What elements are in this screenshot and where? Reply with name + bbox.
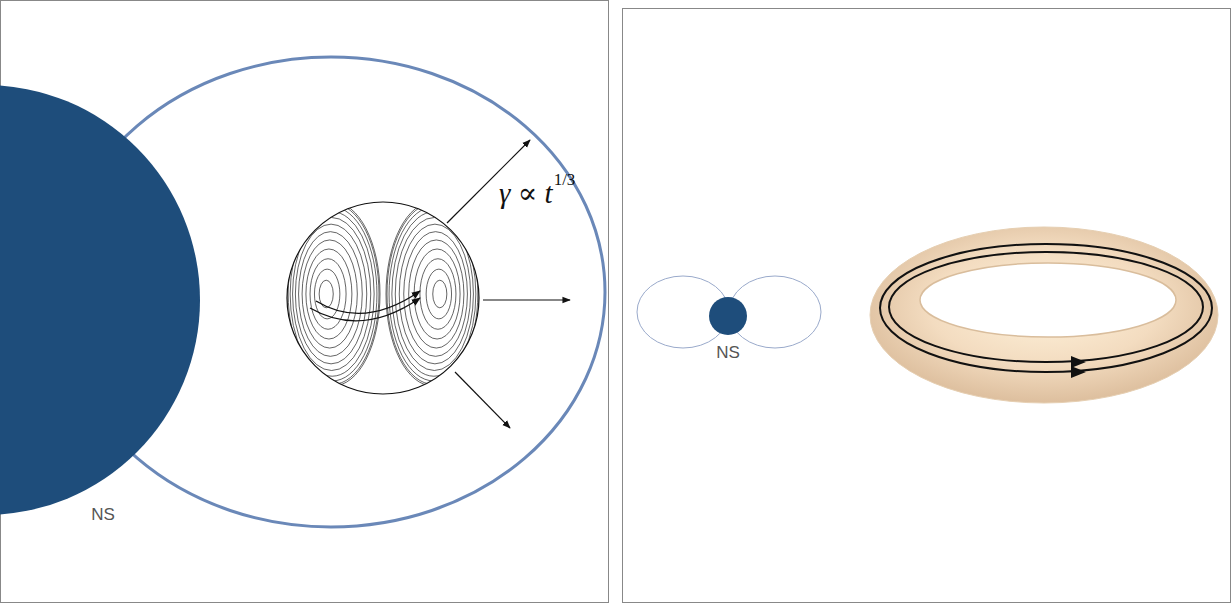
panel-frame bbox=[623, 9, 1231, 603]
field-line bbox=[392, 212, 476, 376]
field-line bbox=[395, 217, 473, 370]
star-disc bbox=[0, 85, 200, 515]
field-line bbox=[387, 204, 479, 385]
field-line bbox=[288, 207, 377, 381]
expansion-arrow bbox=[483, 299, 570, 300]
field-line bbox=[399, 224, 470, 364]
field-line bbox=[420, 259, 456, 330]
field-line bbox=[409, 240, 464, 348]
field-line bbox=[310, 259, 346, 330]
expansion-arrow bbox=[455, 372, 510, 428]
field-line bbox=[295, 224, 366, 364]
field-line bbox=[299, 232, 363, 357]
field-line bbox=[389, 207, 478, 381]
scaling-relation: γ ∝ t bbox=[499, 176, 553, 210]
field-line bbox=[404, 232, 468, 357]
loop-arrowhead bbox=[1071, 366, 1086, 378]
neutron-star: NS bbox=[709, 297, 747, 335]
star-disc bbox=[0, 85, 200, 515]
star-disc bbox=[709, 297, 747, 335]
star-label: NS bbox=[91, 505, 115, 525]
loop-arrowhead bbox=[1071, 356, 1086, 368]
neutron-star: NS bbox=[0, 85, 200, 515]
field-line bbox=[386, 202, 480, 386]
field-line bbox=[414, 249, 460, 339]
field-line bbox=[426, 269, 451, 319]
field-line bbox=[290, 212, 374, 376]
field-line bbox=[314, 269, 339, 319]
field-line bbox=[306, 249, 352, 339]
field-lines bbox=[286, 202, 480, 386]
exponent: 1/3 bbox=[554, 170, 576, 190]
field-line bbox=[287, 204, 379, 385]
plasmoid-bubble bbox=[287, 202, 479, 394]
current-loop bbox=[889, 252, 1203, 362]
field-line bbox=[293, 217, 371, 370]
field-line bbox=[302, 240, 357, 348]
current-arrow bbox=[316, 291, 420, 313]
current-loop bbox=[880, 244, 1212, 372]
torus-hole bbox=[920, 263, 1176, 337]
field-line bbox=[286, 202, 380, 386]
torus bbox=[870, 227, 1218, 403]
star-disc bbox=[709, 297, 747, 335]
field-line bbox=[433, 280, 447, 308]
star-label: NS bbox=[716, 343, 740, 363]
